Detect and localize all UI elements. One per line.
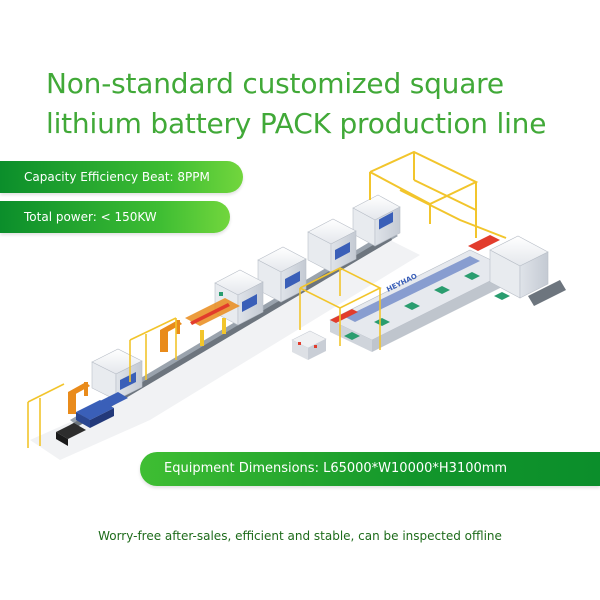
dimensions-text: Equipment Dimensions: L65000*W10000*H310… [164,461,508,476]
tray-rack [56,423,86,446]
end-machine [489,235,566,306]
page-title: Non-standard customized square lithium b… [46,64,586,144]
power-badge: Total power: < 150KW [0,201,230,233]
capacity-badge: Capacity Efficiency Beat: 8PPM [0,161,243,193]
title-line-1: Non-standard customized square [46,67,504,100]
safety-frame [27,317,177,448]
assembly-station [185,298,240,346]
capacity-text: Capacity Efficiency Beat: 8PPM [24,170,210,184]
cross-conveyor [329,249,513,352]
robot-arm [68,382,90,414]
main-conveyor [70,230,398,430]
dimensions-badge: Equipment Dimensions: L65000*W10000*H310… [140,452,600,486]
workstation-pads [344,272,510,340]
battery-pallets [76,392,128,428]
machine-module [257,246,307,303]
machine-module [307,218,357,273]
title-line-2: lithium battery PACK production line [46,107,547,140]
red-accents [330,235,500,323]
footer-tagline: Worry-free after-sales, efficient and st… [98,529,502,543]
gantry-frame [369,150,507,239]
power-text: Total power: < 150KW [24,210,157,224]
machine-module [352,194,401,247]
loading-crates [291,330,327,360]
safety-frame [299,267,382,350]
floor-shadow [30,235,420,460]
